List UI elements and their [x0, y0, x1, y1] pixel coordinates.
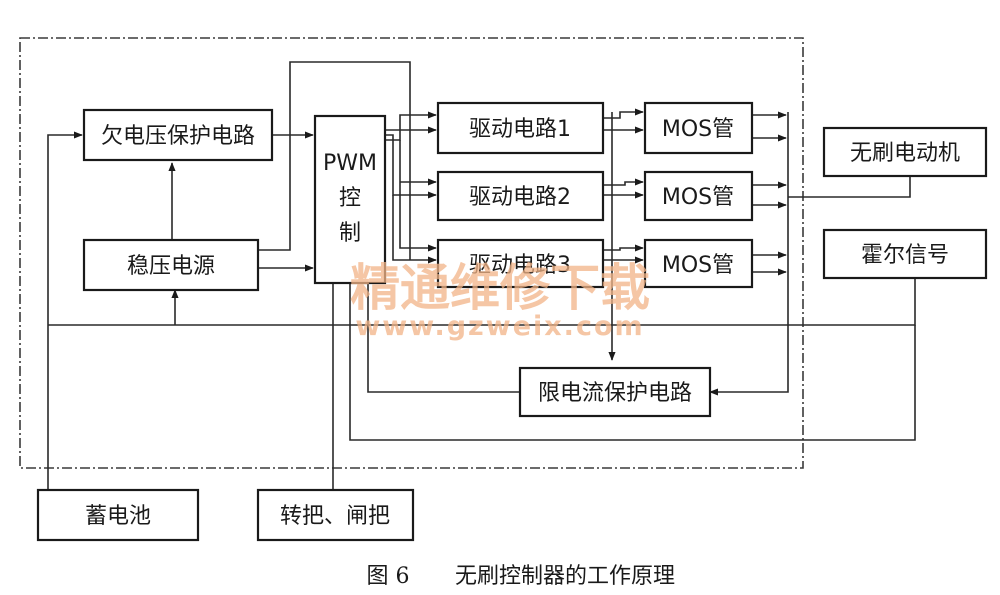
block-brushless-motor: 无刷电动机 [822, 126, 988, 178]
motor-label: 无刷电动机 [850, 141, 960, 166]
block-current-limit-protection: 限电流保护电路 [518, 366, 712, 418]
pwm-label-line2: 控 [339, 186, 361, 211]
block-pwm-control: PWM 控 制 [313, 114, 387, 285]
battery-label: 蓄电池 [85, 504, 151, 529]
watermark-text: 精通维修下载 [350, 259, 650, 317]
hall-label: 霍尔信号 [861, 243, 949, 268]
throttle-brake-label: 转把、闸把 [280, 504, 390, 529]
current-limit-label: 限电流保护电路 [538, 381, 692, 406]
block-driver-1: 驱动电路1 [436, 101, 605, 155]
block-driver-2: 驱动电路2 [436, 170, 605, 222]
block-throttle-brake: 转把、闸把 [256, 488, 415, 542]
block-mos-3: MOS管 [643, 238, 754, 289]
pwm-label-line3: 制 [339, 221, 361, 246]
block-mos-1: MOS管 [643, 101, 754, 155]
block-undervoltage-protection: 欠电压保护电路 [82, 108, 274, 162]
controller-boundary [19, 37, 804, 469]
connections [47, 61, 916, 490]
undervoltage-label: 欠电压保护电路 [101, 124, 255, 149]
block-mos-2: MOS管 [643, 170, 754, 222]
driver3-label: 驱动电路3 [469, 253, 571, 278]
regulator-label: 稳压电源 [127, 254, 215, 279]
figure-number: 图 6 [367, 564, 410, 589]
block-battery: 蓄电池 [36, 488, 200, 542]
block-hall-signal: 霍尔信号 [822, 228, 988, 280]
driver2-label: 驱动电路2 [469, 185, 571, 210]
block-driver-3: 驱动电路3 [436, 238, 605, 289]
mos1-label: MOS管 [662, 117, 734, 142]
watermark-url: www.gzweix.com [355, 311, 644, 342]
mos2-label: MOS管 [662, 185, 734, 210]
mos3-label: MOS管 [662, 253, 734, 278]
pwm-label-line1: PWM [323, 151, 377, 176]
driver1-label: 驱动电路1 [469, 117, 571, 142]
block-voltage-regulator: 稳压电源 [82, 238, 260, 292]
figure-title: 无刷控制器的工作原理 [455, 564, 675, 589]
